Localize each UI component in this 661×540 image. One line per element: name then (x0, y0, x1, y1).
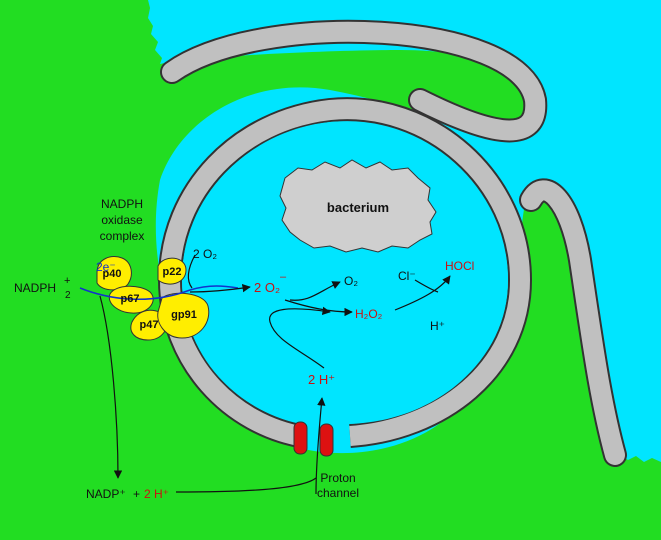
superoxide-label: 2 O₂ (254, 280, 280, 295)
complex-label-line1: NADPH (101, 197, 143, 211)
p40-label: p40 (103, 268, 122, 280)
phagosome-membrane-fill (159, 99, 531, 447)
hocl-arrow (394, 275, 451, 311)
p40-protein (96, 256, 132, 291)
hplus-label: H⁺ (430, 319, 445, 333)
p22-label: p22 (163, 266, 182, 278)
dismutation-arrow-h2o2 (284, 299, 353, 317)
proton-pair-top-label: 2 H⁺ (308, 372, 335, 387)
oxygen-input-label: 2 O₂ (193, 247, 217, 261)
proton-transfer-arrow (175, 477, 317, 493)
proton-to-h2o2-arrow (269, 306, 331, 369)
hocl-label: HOCl (445, 259, 474, 273)
proton-channel-arrow (315, 397, 326, 495)
p22-protein (157, 257, 187, 285)
electron-path (79, 285, 239, 301)
proton-channel-right (319, 423, 334, 457)
membrane-arm-right-fill (521, 180, 625, 465)
bacterium-shape (279, 159, 437, 253)
proton-channel-label-line2: channel (317, 486, 359, 500)
p67-label: p67 (121, 293, 140, 305)
superoxide-arrow (189, 283, 251, 293)
chloride-arrow (414, 279, 439, 293)
proton-pair-bottom-label: 2 H⁺ (144, 487, 169, 501)
oxygen-output-label: O₂ (344, 274, 358, 288)
gp91-protein (157, 292, 210, 339)
nadph-label: NADPH (14, 281, 56, 295)
gp91-label: gp91 (171, 309, 197, 321)
bacterium-label: bacterium (327, 200, 389, 215)
complex-label-line2: oxidase (101, 213, 143, 227)
membrane-arm-top-fill (162, 21, 546, 141)
nadph-to-nadp-arrow (99, 295, 123, 479)
proton-channel-left (293, 421, 308, 455)
o2-input-arrow (187, 254, 196, 289)
hydrogen-peroxide-label: H₂O₂ (355, 307, 383, 321)
proton-channel-label-line1: Proton (320, 471, 355, 485)
nadph-plus: + (64, 275, 70, 287)
dismutation-arrow-o2 (289, 281, 341, 301)
superoxide-charge: – (280, 271, 287, 283)
chloride-label: Cl⁻ (398, 269, 416, 283)
complex-label-line3: complex (100, 229, 145, 243)
electrons-label: 2e⁻ (96, 260, 116, 274)
plus-sign: + (133, 487, 140, 501)
nadp-label: NADP⁺ (86, 487, 126, 501)
nadph-sub: 2 (65, 290, 71, 301)
p47-label: p47 (140, 319, 159, 331)
